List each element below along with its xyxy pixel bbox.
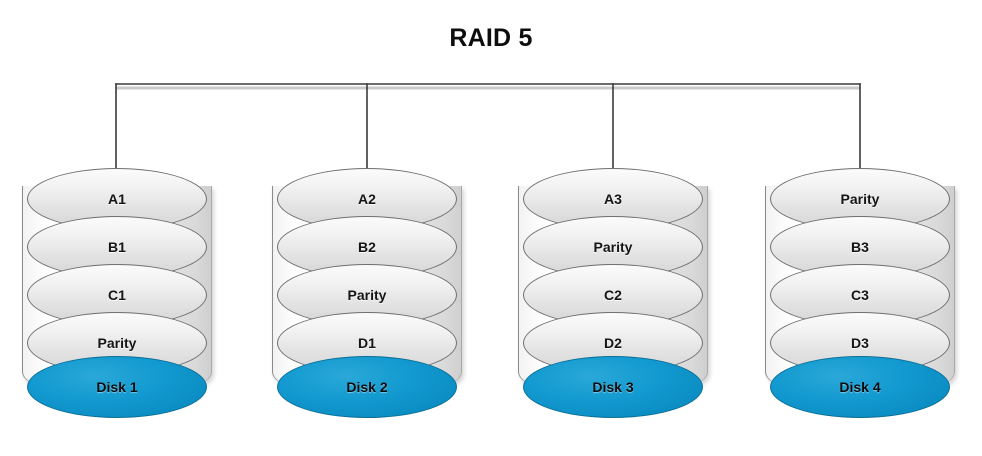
bus-lines xyxy=(115,83,861,179)
disk-cylinder-4[interactable]: Parity B3 C3 D3 Disk 4 xyxy=(765,168,955,418)
disk-label-3: Disk 3 xyxy=(523,356,703,418)
disk-cylinder-1[interactable]: A1 B1 C1 Parity Disk 1 xyxy=(22,168,212,418)
disk-label-2: Disk 2 xyxy=(277,356,457,418)
disk-cylinder-3[interactable]: A3 Parity C2 D2 Disk 3 xyxy=(518,168,708,418)
disk-block-3-1: Parity xyxy=(523,216,703,278)
page-title: RAID 5 xyxy=(449,24,533,52)
disk-label-1: Disk 1 xyxy=(27,356,207,418)
disk-cylinder-2[interactable]: A2 B2 Parity D1 Disk 2 xyxy=(272,168,462,418)
disk-label-4: Disk 4 xyxy=(770,356,950,418)
